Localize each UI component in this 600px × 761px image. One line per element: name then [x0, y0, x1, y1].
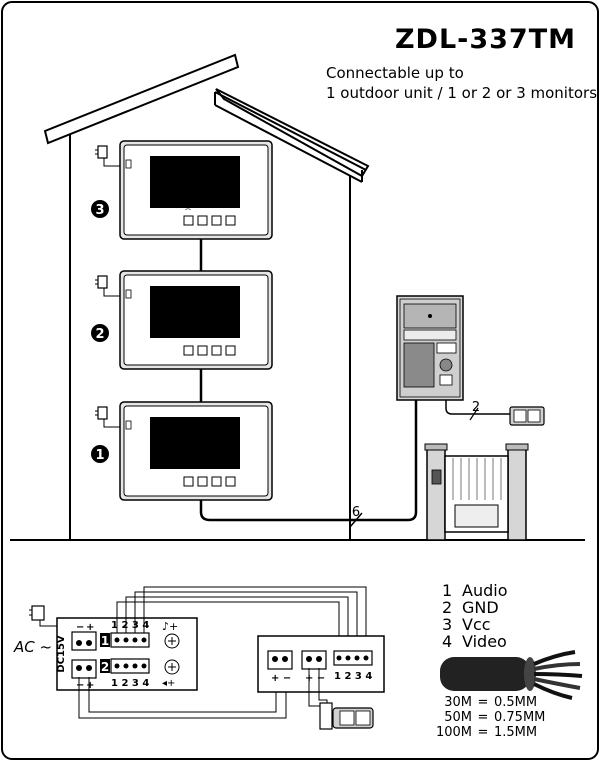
dc-top-plus: + [86, 622, 94, 633]
port-2-connector [110, 658, 150, 674]
outdoor-signal-pins: 1 2 3 4 [334, 671, 372, 682]
dc-connector-top [71, 631, 97, 651]
svg-text:◂+: ◂+ [162, 678, 175, 689]
port-2-badge [100, 659, 110, 673]
monitor-2-badge [91, 324, 109, 342]
spec-eq-3: = [478, 725, 489, 740]
lock-cable-slash [469, 407, 479, 421]
monitor-3-badge [91, 200, 109, 218]
outdoor-power-polarity: + − [271, 673, 291, 684]
outdoor-lock-polarity: + − [305, 673, 325, 684]
svg-text:♪+: ♪+ [162, 620, 178, 633]
legend-num-4: 4 [442, 632, 452, 651]
legend-label-1: Audio [462, 581, 507, 600]
port-1-connector [110, 632, 150, 648]
house [43, 53, 370, 540]
monitor-1-badge [91, 445, 109, 463]
spec-length-1: 30M [444, 695, 472, 710]
legend-label-2: GND [462, 598, 499, 617]
dc-bottom-plus: + [86, 680, 94, 691]
subtitle-line2: 1 outdoor unit / 1 or 2 or 3 monitors [326, 84, 597, 102]
power-plug-3 [95, 145, 120, 167]
spec-length-2: 50M [444, 710, 472, 725]
power-wire [78, 677, 287, 719]
main-cable [199, 400, 418, 522]
spec-eq-2: = [478, 710, 489, 725]
monitor-2 [119, 270, 273, 370]
monitor-1-label: 1 [95, 448, 104, 463]
port-2-pins: 1 2 3 4 [111, 678, 149, 689]
ac-label: AC ~ [13, 638, 52, 656]
outdoor-power-connector [267, 650, 293, 670]
gate [424, 443, 529, 541]
power-plug-1 [95, 406, 120, 428]
main-cable-count: 6 [352, 505, 360, 520]
port-1-pins: 1 2 3 4 [111, 620, 149, 631]
electric-lock [509, 406, 545, 426]
subtitle-line1: Connectable up to [326, 64, 464, 82]
monitor-2-label: 2 [95, 327, 104, 342]
cable-specs: 30M = 0.5MM 50M = 0.75MM 100M = 1.5MM [436, 695, 545, 740]
port-1-badge [100, 633, 110, 647]
speaker-volume-icon: ♪+ [162, 620, 180, 649]
dc-connector-bottom [71, 659, 97, 679]
cable-illustration [440, 650, 583, 700]
power-plug-2 [95, 275, 120, 297]
main-cable-slash [349, 512, 363, 528]
spec-size-1: 0.5MM [494, 695, 537, 710]
lock-icon [319, 702, 374, 730]
monitor-1 [119, 401, 273, 501]
lock-cable-count: 2 [472, 400, 480, 415]
signal-wires [116, 586, 367, 654]
monitor-3: ⌒ [119, 140, 273, 240]
model-title: ZDL-337TM [395, 24, 576, 55]
legend-num-2: 2 [442, 598, 452, 617]
outdoor-signal-connector [333, 650, 373, 666]
monitor-3-label: 3 [95, 203, 104, 218]
spec-eq-1: = [478, 695, 489, 710]
lock-cable [445, 400, 510, 415]
dc-top-minus: − [76, 622, 84, 633]
wire-legend: 1 Audio 2 GND 3 Vcc 4 Video [442, 581, 507, 651]
port-2-label: 2 [101, 660, 109, 674]
legend-label-4: Video [462, 632, 507, 651]
outdoor-unit [396, 295, 464, 401]
spec-size-3: 1.5MM [494, 725, 537, 740]
svg-text:⌒: ⌒ [185, 209, 191, 216]
spec-length-3: 100M [436, 725, 472, 740]
outdoor-lock-connector [301, 650, 327, 670]
spec-size-2: 0.75MM [494, 710, 545, 725]
legend-label-3: Vcc [462, 615, 491, 634]
brightness-adjust-icon: ◂+ [162, 659, 180, 689]
legend-num-3: 3 [442, 615, 452, 634]
dc-label: DC15V [56, 635, 67, 673]
legend-num-1: 1 [442, 581, 452, 600]
dc-bottom-minus: − [76, 680, 84, 691]
port-1-label: 1 [101, 634, 109, 648]
